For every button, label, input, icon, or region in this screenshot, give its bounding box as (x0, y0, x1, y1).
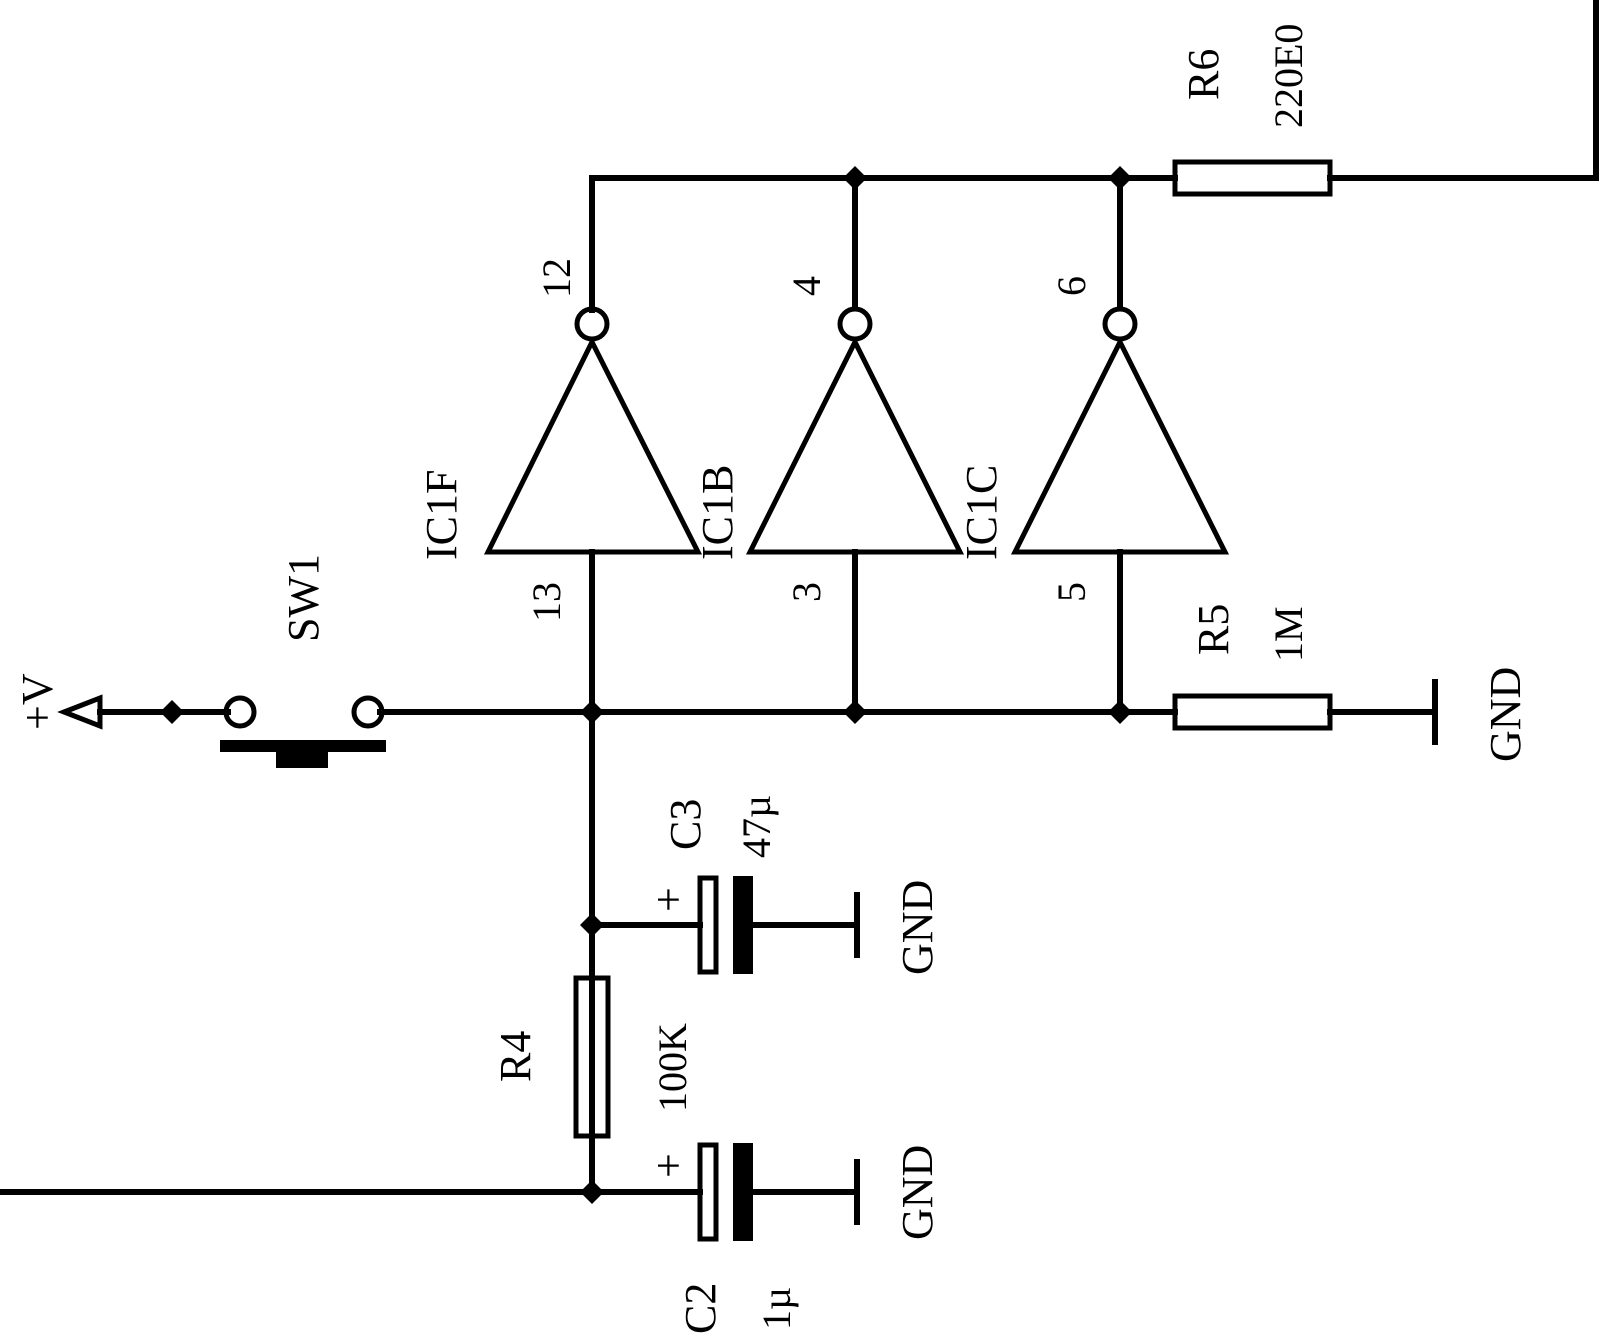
ic1c-pin-out: 6 (1049, 276, 1094, 296)
r5-value-label: 1M (1266, 606, 1311, 662)
junction-dot (843, 700, 867, 724)
ic1f-ref-label: IC1F (417, 470, 466, 560)
r4-value-label: 100K (650, 1023, 695, 1112)
inverter-ic1f: IC1F 12 13 (417, 258, 703, 622)
resistor-r5: R5 1M (1172, 604, 1333, 731)
sw1-ref-label: SW1 (279, 554, 328, 642)
ground-r5: GND (1432, 667, 1530, 762)
junction-dot (580, 700, 604, 724)
ic1b-pin-in: 3 (784, 582, 829, 602)
junction-dot (160, 700, 184, 724)
inverter-ic1b: IC1B 4 3 (693, 276, 965, 602)
capacitor-c3: + C3 47µ (644, 795, 779, 975)
r5-ref-label: R5 (1189, 604, 1238, 655)
resistor-r4: R4 100K (491, 975, 695, 1139)
c3-ref-label: C3 (661, 799, 710, 850)
junction-dot (1108, 166, 1132, 190)
ic1c-pin-in: 5 (1049, 582, 1094, 602)
r6-ref-label: R6 (1179, 49, 1228, 100)
ground-c3: GND (854, 880, 942, 975)
supply-vplus: +V (13, 673, 103, 730)
ic1b-pin-out: 4 (784, 276, 829, 296)
ic1f-pin-in: 13 (524, 582, 569, 622)
c2-value-label: 1µ (754, 1287, 799, 1330)
inverter-ic1c: IC1C 6 5 (957, 276, 1230, 602)
junction-dot (843, 166, 867, 190)
c3-value-label: 47µ (734, 795, 779, 858)
resistor-r6: R6 220E0 (1172, 24, 1333, 197)
gnd-label: GND (893, 880, 942, 975)
capacitor-c2: + C2 1µ (644, 1142, 799, 1334)
ic1f-pin-out: 12 (534, 258, 579, 298)
c3-polarity: + (644, 887, 693, 912)
c2-polarity: + (644, 1153, 693, 1178)
junction-dot (1108, 700, 1132, 724)
ic1c-ref-label: IC1C (957, 465, 1006, 560)
vplus-label: +V (13, 673, 62, 730)
ic1b-ref-label: IC1B (693, 465, 742, 560)
r4-ref-label: R4 (491, 1031, 540, 1082)
gnd-label: GND (893, 1145, 942, 1240)
junctions (160, 166, 1132, 1204)
gnd-label: GND (1481, 667, 1530, 762)
junction-dot (580, 913, 604, 937)
r6-value-label: 220E0 (1266, 24, 1311, 128)
junction-dot (580, 1180, 604, 1204)
ground-c2: GND (854, 1145, 942, 1240)
c2-ref-label: C2 (676, 1283, 725, 1334)
switch-sw1: SW1 (220, 554, 386, 768)
